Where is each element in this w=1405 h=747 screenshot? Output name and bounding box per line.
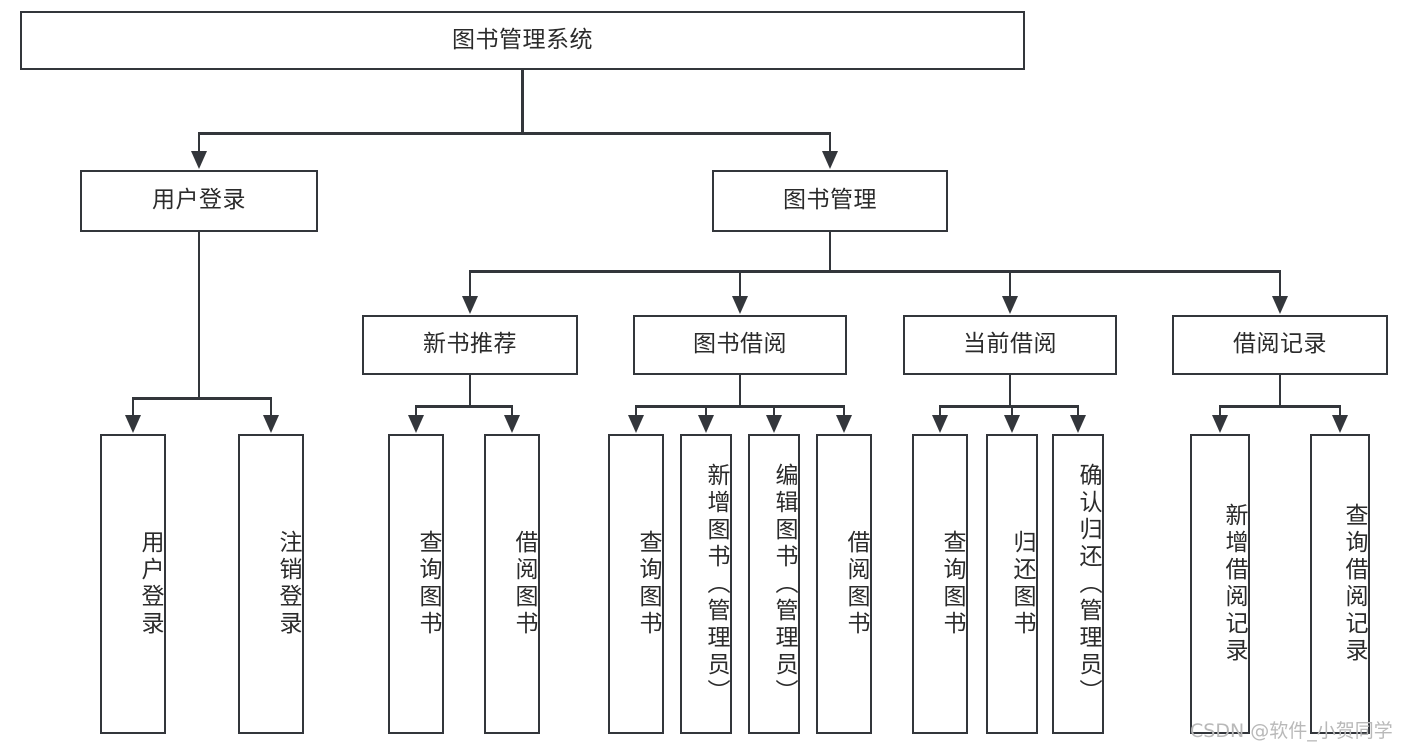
node-level2-0-label: 用户登录 <box>152 187 246 214</box>
connector-to-level2-1 <box>828 132 832 153</box>
node-level3-3-label: 借阅记录 <box>1233 331 1327 358</box>
arrow-2-2 <box>1070 415 1086 433</box>
arrow-to-level2-0 <box>191 151 207 169</box>
node-leaf-10-label: 确认归还（管理员） <box>1075 462 1101 706</box>
arrow-2-0 <box>932 415 948 433</box>
connector-0-drop-1 <box>510 405 514 417</box>
connector-2-drop-0 <box>938 405 942 417</box>
node-level2-1: 图书管理 <box>712 170 948 232</box>
node-leaf-3: 借阅图书 <box>484 434 540 734</box>
arrow-user-login-1 <box>263 415 279 433</box>
node-leaf-5: 新增图书（管理员） <box>680 434 732 734</box>
node-leaf-9-label: 归还图书 <box>1009 530 1035 638</box>
connector-1-drop-2 <box>772 405 776 417</box>
arrow-0-0 <box>408 415 424 433</box>
connector-book-mgmt-stem <box>828 232 832 270</box>
node-level2-0: 用户登录 <box>80 170 318 232</box>
node-level3-3: 借阅记录 <box>1172 315 1388 375</box>
connector-to-level3-1 <box>738 270 742 298</box>
connector-0-drop-0 <box>414 405 418 417</box>
node-leaf-6-label: 编辑图书（管理员） <box>771 462 797 706</box>
arrow-to-level3-2 <box>1002 296 1018 314</box>
node-level3-1-label: 图书借阅 <box>693 331 787 358</box>
connector-1-bar <box>636 405 844 408</box>
node-leaf-11-label: 新增借阅记录 <box>1221 503 1247 665</box>
connector-3-drop-0 <box>1218 405 1222 417</box>
connector-root-stem <box>521 70 524 132</box>
connector-1-drop-0 <box>634 405 638 417</box>
node-level3-2: 当前借阅 <box>903 315 1117 375</box>
arrow-1-1 <box>698 415 714 433</box>
arrow-user-login-0 <box>125 415 141 433</box>
connector-1-drop-3 <box>842 405 846 417</box>
connector-2-drop-2 <box>1076 405 1080 417</box>
connector-to-level2-0 <box>197 132 201 153</box>
node-leaf-3-label: 借阅图书 <box>511 530 537 638</box>
arrow-3-1 <box>1332 415 1348 433</box>
node-leaf-2: 查询图书 <box>388 434 444 734</box>
arrow-0-1 <box>504 415 520 433</box>
node-level3-2-label: 当前借阅 <box>963 331 1057 358</box>
connector-user-login-drop-1 <box>269 397 273 417</box>
node-level3-0: 新书推荐 <box>362 315 578 375</box>
node-level3-0-label: 新书推荐 <box>423 331 517 358</box>
node-leaf-11: 新增借阅记录 <box>1190 434 1250 734</box>
arrow-3-0 <box>1212 415 1228 433</box>
node-root: 图书管理系统 <box>20 11 1025 70</box>
node-leaf-1: 注销登录 <box>238 434 304 734</box>
node-leaf-9: 归还图书 <box>986 434 1038 734</box>
arrow-1-3 <box>836 415 852 433</box>
connector-2-stem <box>1008 375 1012 405</box>
node-leaf-7: 借阅图书 <box>816 434 872 734</box>
node-leaf-0-label: 用户登录 <box>137 530 163 638</box>
connector-to-level3-3 <box>1278 270 1282 298</box>
connector-root-bar <box>199 132 830 135</box>
node-leaf-5-label: 新增图书（管理员） <box>703 462 729 706</box>
node-leaf-4: 查询图书 <box>608 434 664 734</box>
connector-user-login-drop-0 <box>131 397 135 417</box>
arrow-to-level3-0 <box>462 296 478 314</box>
arrow-to-level3-3 <box>1272 296 1288 314</box>
connector-3-stem <box>1278 375 1282 405</box>
connector-level3-bar <box>470 270 1280 273</box>
node-leaf-12: 查询借阅记录 <box>1310 434 1370 734</box>
node-root-label: 图书管理系统 <box>452 26 593 53</box>
connector-user-login-stem <box>197 232 201 397</box>
connector-3-drop-1 <box>1338 405 1342 417</box>
connector-to-level3-2 <box>1008 270 1012 298</box>
connector-3-bar <box>1220 405 1340 408</box>
connector-1-drop-1 <box>704 405 708 417</box>
node-leaf-12-label: 查询借阅记录 <box>1341 503 1367 665</box>
connector-2-bar <box>940 405 1078 408</box>
node-leaf-2-label: 查询图书 <box>415 530 441 638</box>
node-leaf-7-label: 借阅图书 <box>843 530 869 638</box>
node-leaf-8-label: 查询图书 <box>939 530 965 638</box>
node-level3-1: 图书借阅 <box>633 315 847 375</box>
node-leaf-8: 查询图书 <box>912 434 968 734</box>
node-leaf-1-label: 注销登录 <box>275 530 301 638</box>
connector-2-drop-1 <box>1010 405 1014 417</box>
connector-to-level3-0 <box>468 270 472 298</box>
arrow-to-level3-1 <box>732 296 748 314</box>
node-level2-1-label: 图书管理 <box>783 187 877 214</box>
node-leaf-6: 编辑图书（管理员） <box>748 434 800 734</box>
connector-user-login-bar <box>133 397 271 400</box>
arrow-2-1 <box>1004 415 1020 433</box>
node-leaf-10: 确认归还（管理员） <box>1052 434 1104 734</box>
arrow-1-0 <box>628 415 644 433</box>
node-leaf-0: 用户登录 <box>100 434 166 734</box>
node-leaf-4-label: 查询图书 <box>635 530 661 638</box>
connector-0-stem <box>468 375 472 405</box>
connector-0-bar <box>416 405 512 408</box>
watermark: CSDN @软件_小贺同学 <box>1190 720 1393 742</box>
arrow-1-2 <box>766 415 782 433</box>
arrow-to-level2-1 <box>822 151 838 169</box>
connector-1-stem <box>738 375 742 405</box>
